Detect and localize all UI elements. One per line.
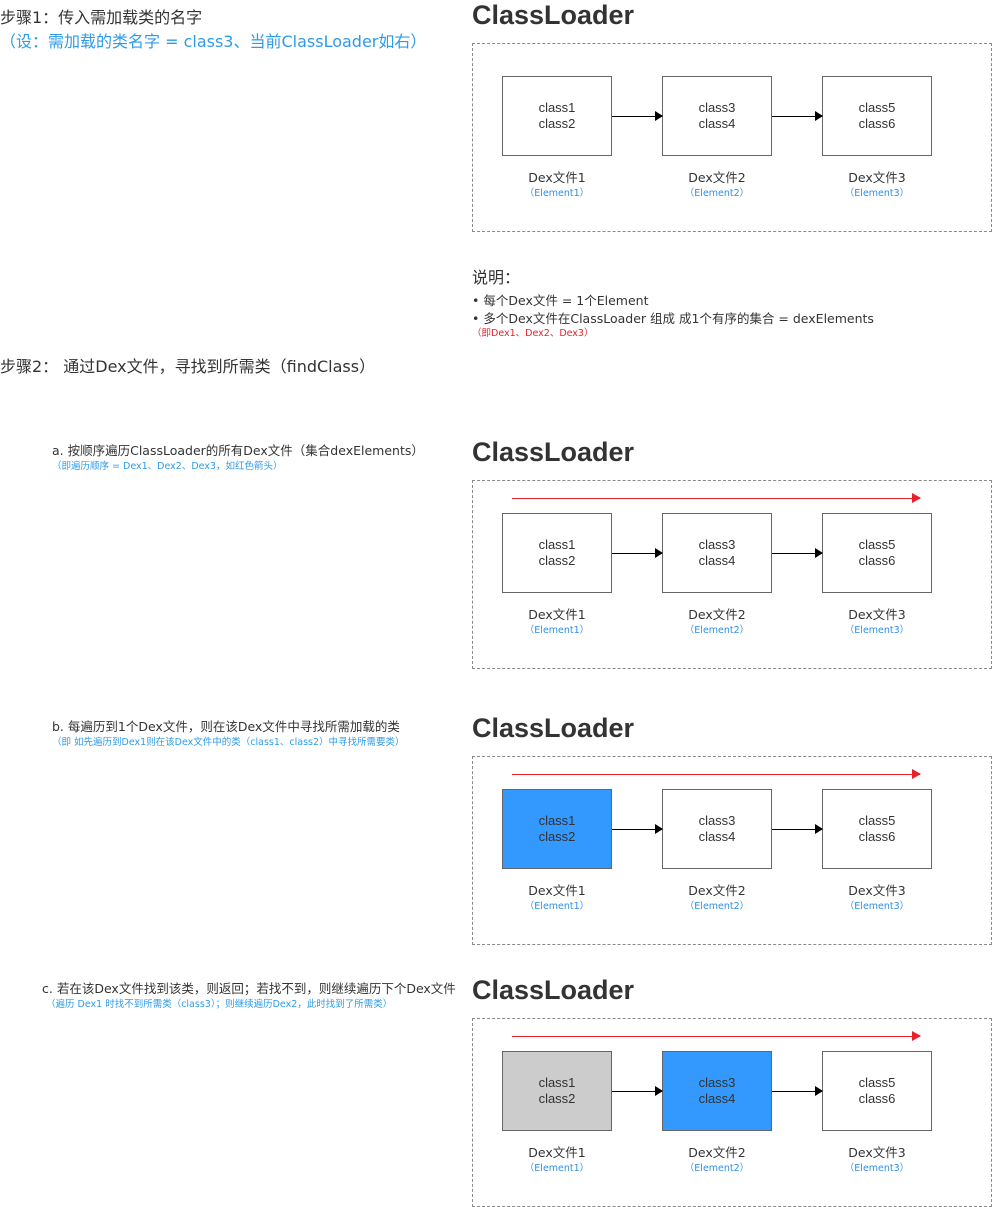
element-label: （Element1）: [524, 188, 590, 199]
classloader-title-2: ClassLoader: [472, 437, 635, 467]
note-line-2: • 多个Dex文件在ClassLoader 组成 成1个有序的集合 = dexE…: [472, 311, 874, 326]
note-line-1: • 每个Dex文件 = 1个Element: [472, 293, 649, 308]
class-label: class4: [698, 829, 736, 844]
dex-label: Dex文件2: [688, 607, 746, 622]
class-label: class5: [858, 1075, 896, 1090]
element-label: （Element2）: [684, 901, 750, 912]
dex-label: Dex文件2: [688, 170, 746, 185]
link-arrow: [772, 548, 823, 558]
link-arrow: [612, 111, 663, 121]
traversal-order-arrow: [512, 769, 921, 779]
dex-box-3-2: class3 class4: [662, 789, 772, 869]
class-label: class3: [698, 537, 736, 552]
class-label: class3: [698, 100, 736, 115]
dex-box-2-2: class3 class4: [662, 513, 772, 593]
dex-label: Dex文件2: [688, 883, 746, 898]
traversal-order-arrow: [512, 493, 921, 503]
class-label: class2: [538, 116, 576, 131]
class-label: class2: [538, 553, 576, 568]
link-arrow: [612, 548, 663, 558]
class-label: class1: [538, 813, 576, 828]
class-label: class2: [538, 1091, 576, 1106]
class-label: class1: [538, 537, 576, 552]
class-label: class4: [698, 116, 736, 131]
dex-box-3-3: class5 class6: [822, 789, 932, 869]
element-label: （Element3）: [844, 188, 910, 199]
element-label: （Element3）: [844, 901, 910, 912]
dex-label: Dex文件1: [528, 1145, 586, 1160]
step1-title: 步骤1：传入需加载类的名字: [0, 8, 203, 27]
dex-box-1-3: class5 class6: [822, 76, 932, 156]
dex-box-4-3: class5 class6: [822, 1051, 932, 1131]
element-label: （Element3）: [844, 1163, 910, 1174]
dex-label: Dex文件1: [528, 883, 586, 898]
link-arrow: [772, 111, 823, 121]
substep-c-note: （遍历 Dex1 时找不到所需类（class3）；则继续遍历Dex2，此时找到了…: [46, 999, 393, 1010]
link-arrow: [612, 1086, 663, 1096]
class-label: class6: [858, 1091, 896, 1106]
class-label: class1: [538, 100, 576, 115]
link-arrow: [772, 824, 823, 834]
element-label: （Element1）: [524, 1163, 590, 1174]
class-label: class4: [698, 1091, 736, 1106]
class-label: class3: [698, 813, 736, 828]
class-label: class5: [858, 100, 896, 115]
dex-label: Dex文件3: [848, 1145, 906, 1160]
dex-label: Dex文件3: [848, 170, 906, 185]
element-label: （Element1）: [524, 901, 590, 912]
step1-subtitle: （设：需加载的类名字 = class3、当前ClassLoader如右）: [0, 32, 427, 51]
substep-a-text: a. 按顺序遍历ClassLoader的所有Dex文件（集合dexElement…: [52, 443, 424, 458]
class-label: class4: [698, 553, 736, 568]
element-label: （Element1）: [524, 625, 590, 636]
element-label: （Element2）: [684, 1163, 750, 1174]
dex-box-4-1: class1 class2: [502, 1051, 612, 1131]
link-arrow: [612, 824, 663, 834]
dex-label: Dex文件1: [528, 607, 586, 622]
element-label: （Element2）: [684, 188, 750, 199]
substep-a-note: （即遍历顺序 = Dex1、Dex2、Dex3，如红色箭头）: [52, 461, 283, 472]
class-label: class3: [698, 1075, 736, 1090]
substep-c-text: c. 若在该Dex文件找到该类，则返回；若找不到，则继续遍历下个Dex文件: [42, 981, 456, 996]
class-label: class6: [858, 553, 896, 568]
class-label: class5: [858, 537, 896, 552]
class-label: class2: [538, 829, 576, 844]
dex-box-3-1: class1 class2: [502, 789, 612, 869]
link-arrow: [772, 1086, 823, 1096]
classloader-title-4: ClassLoader: [472, 975, 635, 1005]
substep-b-note: （即 如先遍历到Dex1则在该Dex文件中的类（class1、class2）中寻…: [52, 737, 405, 748]
class-label: class1: [538, 1075, 576, 1090]
dex-box-2-3: class5 class6: [822, 513, 932, 593]
class-label: class5: [858, 813, 896, 828]
note-line-3: （即Dex1、Dex2、Dex3）: [472, 328, 594, 339]
dex-box-4-2: class3 class4: [662, 1051, 772, 1131]
dex-box-1-2: class3 class4: [662, 76, 772, 156]
classloader-title-1: ClassLoader: [472, 0, 635, 30]
traversal-order-arrow: [512, 1031, 921, 1041]
class-label: class6: [858, 116, 896, 131]
dex-label: Dex文件1: [528, 170, 586, 185]
element-label: （Element3）: [844, 625, 910, 636]
dex-label: Dex文件2: [688, 1145, 746, 1160]
dex-label: Dex文件3: [848, 607, 906, 622]
dex-box-1-1: class1 class2: [502, 76, 612, 156]
substep-b-text: b. 每遍历到1个Dex文件，则在该Dex文件中寻找所需加载的类: [52, 719, 400, 734]
element-label: （Element2）: [684, 625, 750, 636]
classloader-title-3: ClassLoader: [472, 713, 635, 743]
dex-label: Dex文件3: [848, 883, 906, 898]
step2-title: 步骤2： 通过Dex文件，寻找到所需类（findClass）: [0, 357, 376, 376]
note-heading: 说明：: [472, 268, 521, 287]
dex-box-2-1: class1 class2: [502, 513, 612, 593]
class-label: class6: [858, 829, 896, 844]
